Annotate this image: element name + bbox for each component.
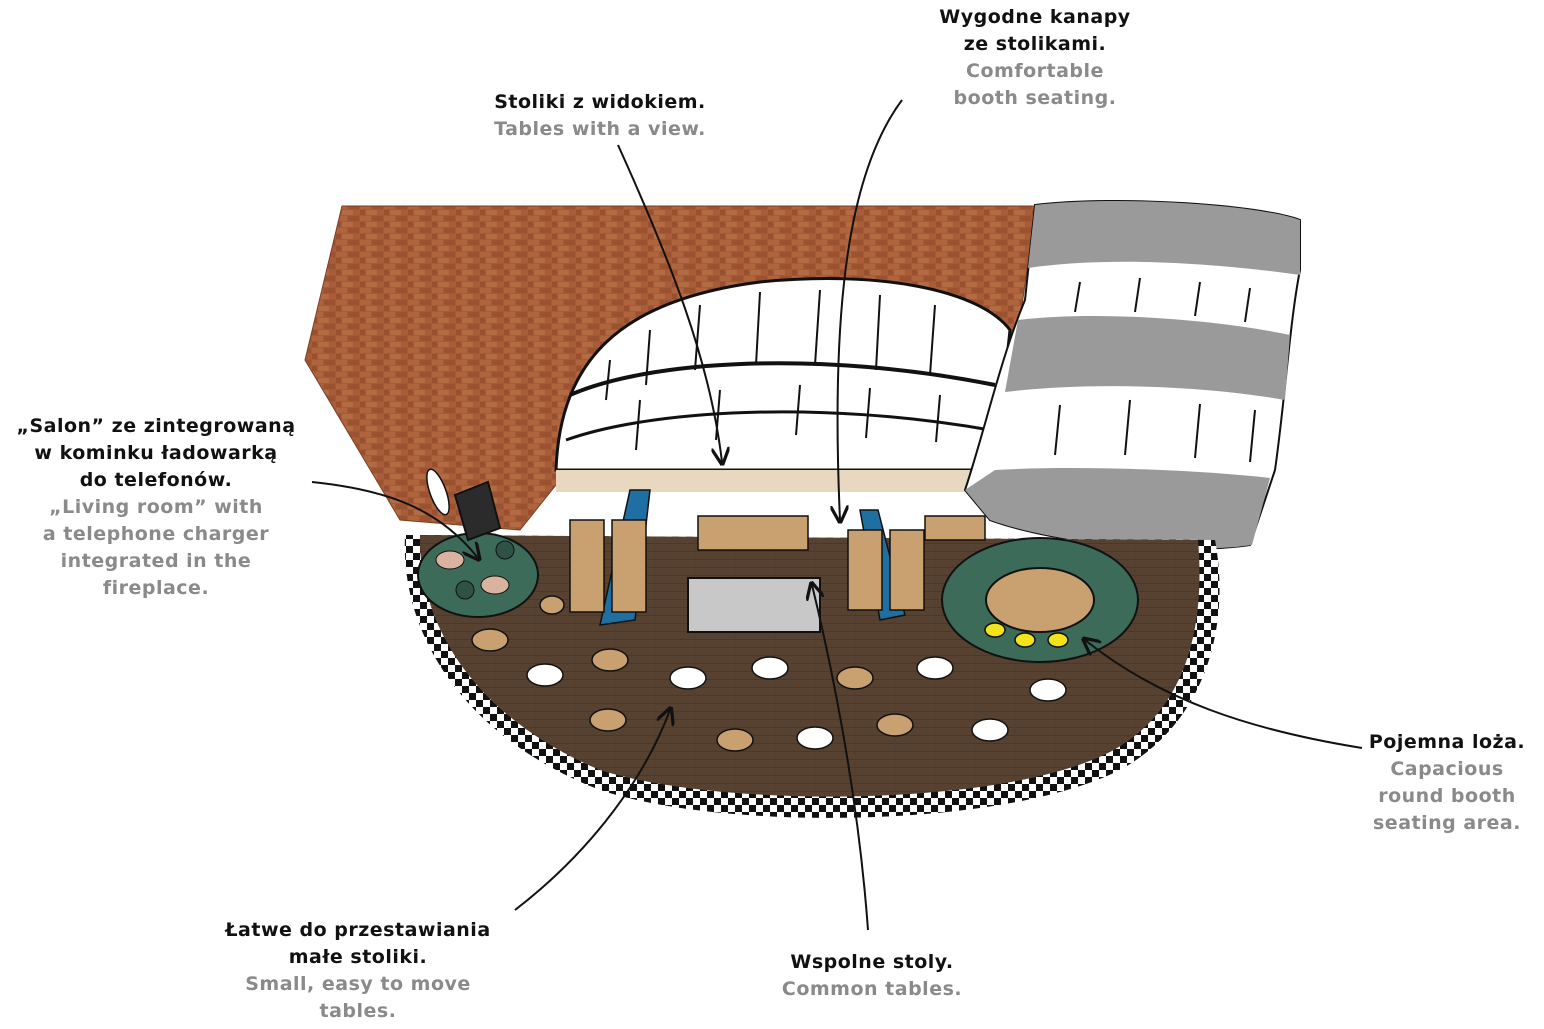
text-line: Wspolne stoly. [790, 951, 954, 973]
arrow-round-booth [1085, 640, 1363, 749]
small-tables [471, 595, 1067, 752]
label-round-booth: Pojemna loża. Capacious round booth seat… [1350, 729, 1544, 837]
text-line: a telephone charger [42, 523, 270, 545]
text-line: w kominku ładowarką [34, 442, 278, 464]
arrow-view-tables [617, 144, 722, 462]
label-view-tables-pl: Stoliki z widokiem. [450, 89, 750, 116]
text-line: do telefonów. [79, 469, 233, 491]
text-line: Comfortable [966, 60, 1104, 82]
text-line: Tables with a view. [494, 118, 706, 140]
text-line: „Living room” with [49, 496, 263, 518]
text-line: Capacious [1390, 758, 1504, 780]
label-salon-en: „Living room” with a telephone charger i… [0, 494, 312, 602]
text-line: Łatwe do przestawiania [225, 919, 491, 941]
arrow-booths [838, 99, 903, 520]
text-line: Stoliki z widokiem. [494, 91, 706, 113]
text-line: tables. [319, 1000, 397, 1022]
label-salon-pl: „Salon” ze zintegrowaną w kominku ładowa… [0, 413, 312, 494]
label-common-tables-en: Common tables. [750, 976, 994, 1003]
label-booths: Wygodne kanapy ze stolikami. Comfortable… [900, 4, 1170, 112]
label-round-booth-en: Capacious round booth seating area. [1350, 756, 1544, 837]
label-view-tables: Stoliki z widokiem. Tables with a view. [450, 89, 750, 143]
text-line: „Salon” ze zintegrowaną [16, 415, 296, 437]
arrow-salon [311, 481, 478, 558]
arrow-common-tables [812, 585, 869, 931]
text-line: Wygodne kanapy [939, 6, 1131, 28]
vault-ribs [605, 289, 941, 451]
fireplace [453, 480, 502, 542]
text-line: Small, easy to move [245, 973, 471, 995]
text-line: booth seating. [953, 87, 1117, 109]
label-booths-en: Comfortable booth seating. [900, 58, 1170, 112]
label-common-tables: Wspolne stoly. Common tables. [750, 949, 994, 1003]
text-line: round booth [1378, 785, 1516, 807]
booth-lamps [984, 622, 1069, 648]
common-tables [569, 515, 986, 613]
text-line: małe stoliki. [288, 946, 428, 968]
label-small-tables-pl: Łatwe do przestawiania małe stoliki. [200, 917, 516, 971]
label-booths-pl: Wygodne kanapy ze stolikami. [900, 4, 1170, 58]
label-common-tables-pl: Wspolne stoly. [750, 949, 994, 976]
arrow-small-tables [514, 710, 670, 911]
label-view-tables-en: Tables with a view. [450, 116, 750, 143]
label-salon: „Salon” ze zintegrowaną w kominku ładowa… [0, 413, 312, 602]
text-line: integrated in the [60, 550, 252, 572]
text-line: ze stolikami. [963, 33, 1107, 55]
label-round-booth-pl: Pojemna loża. [1350, 729, 1544, 756]
label-small-tables: Łatwe do przestawiania małe stoliki. Sma… [200, 917, 516, 1025]
living-room-rug [417, 532, 539, 618]
text-line: seating area. [1373, 812, 1521, 834]
text-line: fireplace. [102, 577, 210, 599]
text-line: Common tables. [781, 978, 963, 1000]
white-vault [554, 277, 1012, 472]
text-line: Pojemna loża. [1368, 731, 1526, 753]
label-small-tables-en: Small, easy to move tables. [200, 971, 516, 1025]
bar-counter [687, 577, 821, 633]
